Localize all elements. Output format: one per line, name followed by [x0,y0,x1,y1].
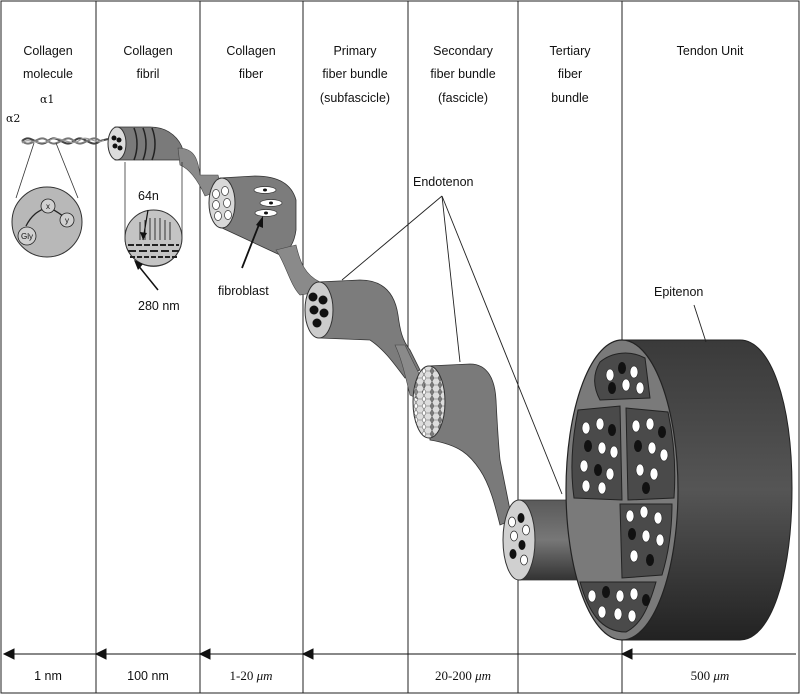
leader-lines [341,195,707,495]
scale-100nm: 100 nm [127,669,169,683]
col2-label-line2: fibril [137,67,160,81]
scale-500um: 500 μm [691,668,730,683]
endotenon-label: Endotenon [413,175,474,189]
fibroblast-label: fibroblast [218,284,269,298]
col4-label-line2: fiber bundle [322,67,387,81]
fascicle-dots [579,362,669,623]
alpha2-label: α2 [6,112,20,125]
scale-20-200um: 20-200 μm [435,668,491,683]
collagen-fiber [208,175,321,296]
col6-label-line2: fiber [558,67,582,81]
collagen-molecule [11,137,109,258]
col6-label-line1: Tertiary [550,44,592,58]
secondary-fiber-bundle [412,363,513,526]
col2-label-line1: Collagen [123,44,172,58]
col5-label-line2: fiber bundle [430,67,495,81]
col5-label-line1: Secondary [433,44,494,58]
scale-1nm: 1 nm [34,669,62,683]
scale-bar [2,648,796,660]
col4-label-line3: (subfascicle) [320,91,390,105]
scale-1-20um: 1-20 μm [229,668,272,683]
y-label: y [65,216,69,225]
col1-label-line1: Collagen [23,44,72,58]
col4-label-line1: Primary [333,44,377,58]
col3-label-line2: fiber [239,67,263,81]
col1-label-line2: molecule [23,67,73,81]
col6-label-line3: bundle [551,91,589,105]
collagen-fibril [107,126,223,291]
col7-label-line1: Tendon Unit [677,44,744,58]
col3-label-line1: Collagen [226,44,275,58]
col5-label-line3: (fascicle) [438,91,488,105]
column-headers: Collagen molecule Collagen fibril Collag… [23,44,744,105]
alpha1-label: α1 [40,93,54,106]
x-label: x [46,202,50,211]
diameter-label: 280 nm [138,299,180,313]
primary-fiber-bundle [304,279,426,401]
tendon-unit [565,339,793,641]
gly-label: Gly [21,232,33,241]
epitenon-label: Epitenon [654,285,703,299]
period-label: 64n [138,189,159,203]
